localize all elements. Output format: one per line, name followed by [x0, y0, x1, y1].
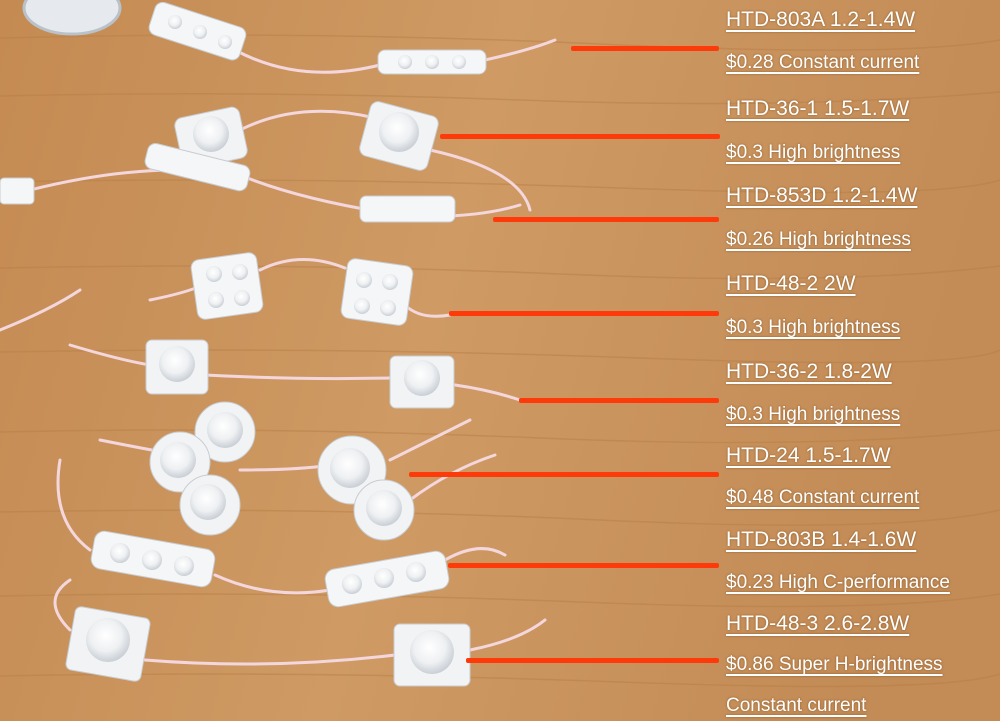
module-htd-803a [148, 1, 487, 75]
module-htd-48-2 [190, 252, 414, 326]
module-htd-36-2 [145, 339, 455, 409]
product-title-htd-803a: HTD-803A 1.2-1.4W [726, 8, 916, 31]
product-title-htd-853d: HTD-853D 1.2-1.4W [726, 184, 918, 207]
module-htd-853d [0, 143, 456, 223]
module-htd-48-3 [65, 606, 471, 687]
product-price-htd-36-1: $0.3 High brightness [726, 142, 901, 163]
product-price-htd-853d: $0.26 High brightness [726, 229, 911, 250]
product-price-htd-803a: $0.28 Constant current [726, 52, 920, 73]
pointer-line-htd-803b [448, 563, 719, 568]
round-cover [22, 0, 122, 36]
product-title-htd-48-2: HTD-48-2 2W [726, 272, 856, 295]
product-price-htd-24: $0.48 Constant current [726, 487, 920, 508]
pointer-line-htd-36-2 [519, 398, 719, 403]
product-price-htd-803b: $0.23 High C-performance [726, 572, 950, 593]
product-title-htd-36-1: HTD-36-1 1.5-1.7W [726, 97, 910, 120]
module-htd-803b [90, 530, 450, 608]
pointer-line-htd-24 [409, 472, 719, 477]
pointer-line-htd-36-1 [440, 134, 720, 139]
product-title-htd-24: HTD-24 1.5-1.7W [726, 444, 891, 467]
product-title-htd-36-2: HTD-36-2 1.8-2W [726, 360, 892, 383]
product-price-htd-36-2: $0.3 High brightness [726, 404, 901, 425]
pointer-line-htd-803a [571, 46, 719, 51]
product-title-htd-48-3: HTD-48-3 2.6-2.8W [726, 612, 910, 635]
module-htd-24 [149, 401, 415, 541]
module-htd-36-1 [174, 101, 439, 171]
product-title-htd-803b: HTD-803B 1.4-1.6W [726, 528, 917, 551]
pointer-line-htd-853d [493, 217, 719, 222]
pointer-line-htd-48-2 [449, 311, 719, 316]
product-price-htd-48-2: $0.3 High brightness [726, 317, 901, 338]
pointer-line-htd-48-3 [466, 658, 719, 663]
product-price-htd-48-3: $0.86 Super H-brightness [726, 654, 943, 675]
product-extra-htd-48-3: Constant current [726, 695, 867, 716]
